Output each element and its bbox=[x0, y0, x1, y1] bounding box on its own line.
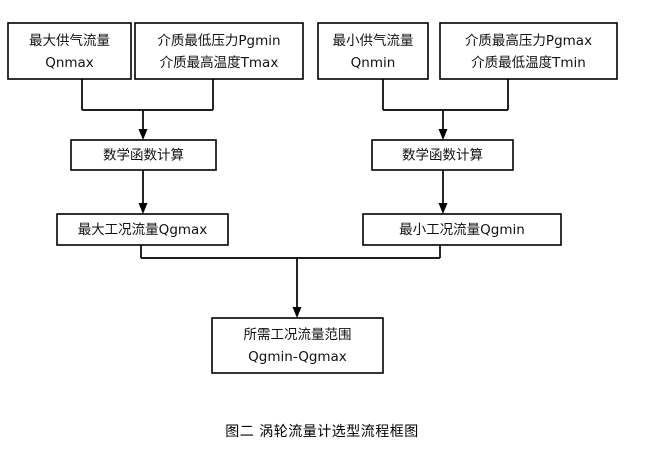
node-pgmin-tmax-line1: 介质最低压力Pgmin bbox=[157, 33, 280, 49]
node-result-line1: 所需工况流量范围 bbox=[244, 327, 352, 343]
node-qnmin-line1: 最小供气流量 bbox=[333, 33, 414, 49]
node-qnmax-line2: Qnmax bbox=[45, 55, 94, 71]
node-result-line2: Qgmin-Qgmax bbox=[248, 349, 347, 365]
node-pgmax-tmin-line2: 介质最低温度Tmin bbox=[471, 55, 586, 71]
node-pgmin-tmax-line2: 介质最高温度Tmax bbox=[160, 54, 279, 71]
node-qgmin-label: 最小工况流量Qgmin bbox=[399, 222, 525, 238]
node-pgmax-tmin: 介质最高压力Pgmax 介质最低温度Tmin bbox=[439, 22, 618, 80]
figure-caption: 图二 涡轮流量计选型流程框图 bbox=[225, 424, 418, 440]
node-pgmin-tmax: 介质最低压力Pgmin 介质最高温度Tmax bbox=[134, 22, 304, 80]
node-result: 所需工况流量范围 Qgmin-Qgmax bbox=[211, 317, 384, 374]
node-qgmin: 最小工况流量Qgmin bbox=[362, 213, 562, 246]
node-calc-left-label: 数学函数计算 bbox=[103, 148, 184, 164]
arrow-calc-left-to-qgmax bbox=[138, 170, 148, 214]
node-qnmin-line2: Qnmin bbox=[351, 55, 396, 71]
arrow-merge-bottom-to-result bbox=[292, 258, 302, 318]
node-calc-right: 数学函数计算 bbox=[371, 139, 514, 171]
node-qnmax-line1: 最大供气流量 bbox=[29, 33, 110, 49]
node-calc-left: 数学函数计算 bbox=[70, 139, 217, 171]
arrow-merge-right-to-calc-right bbox=[438, 110, 448, 140]
node-qgmax-label: 最大工况流量Qgmax bbox=[78, 222, 208, 238]
node-qnmin: 最小供气流量 Qnmin bbox=[317, 22, 429, 80]
node-qgmax: 最大工况流量Qgmax bbox=[56, 213, 229, 246]
node-calc-right-label: 数学函数计算 bbox=[402, 148, 483, 164]
node-qnmax: 最大供气流量 Qnmax bbox=[7, 22, 132, 80]
arrow-calc-right-to-qgmin bbox=[438, 170, 448, 214]
arrow-merge-left-to-calc-left bbox=[138, 110, 148, 140]
node-pgmax-tmin-line1: 介质最高压力Pgmax bbox=[465, 32, 592, 49]
